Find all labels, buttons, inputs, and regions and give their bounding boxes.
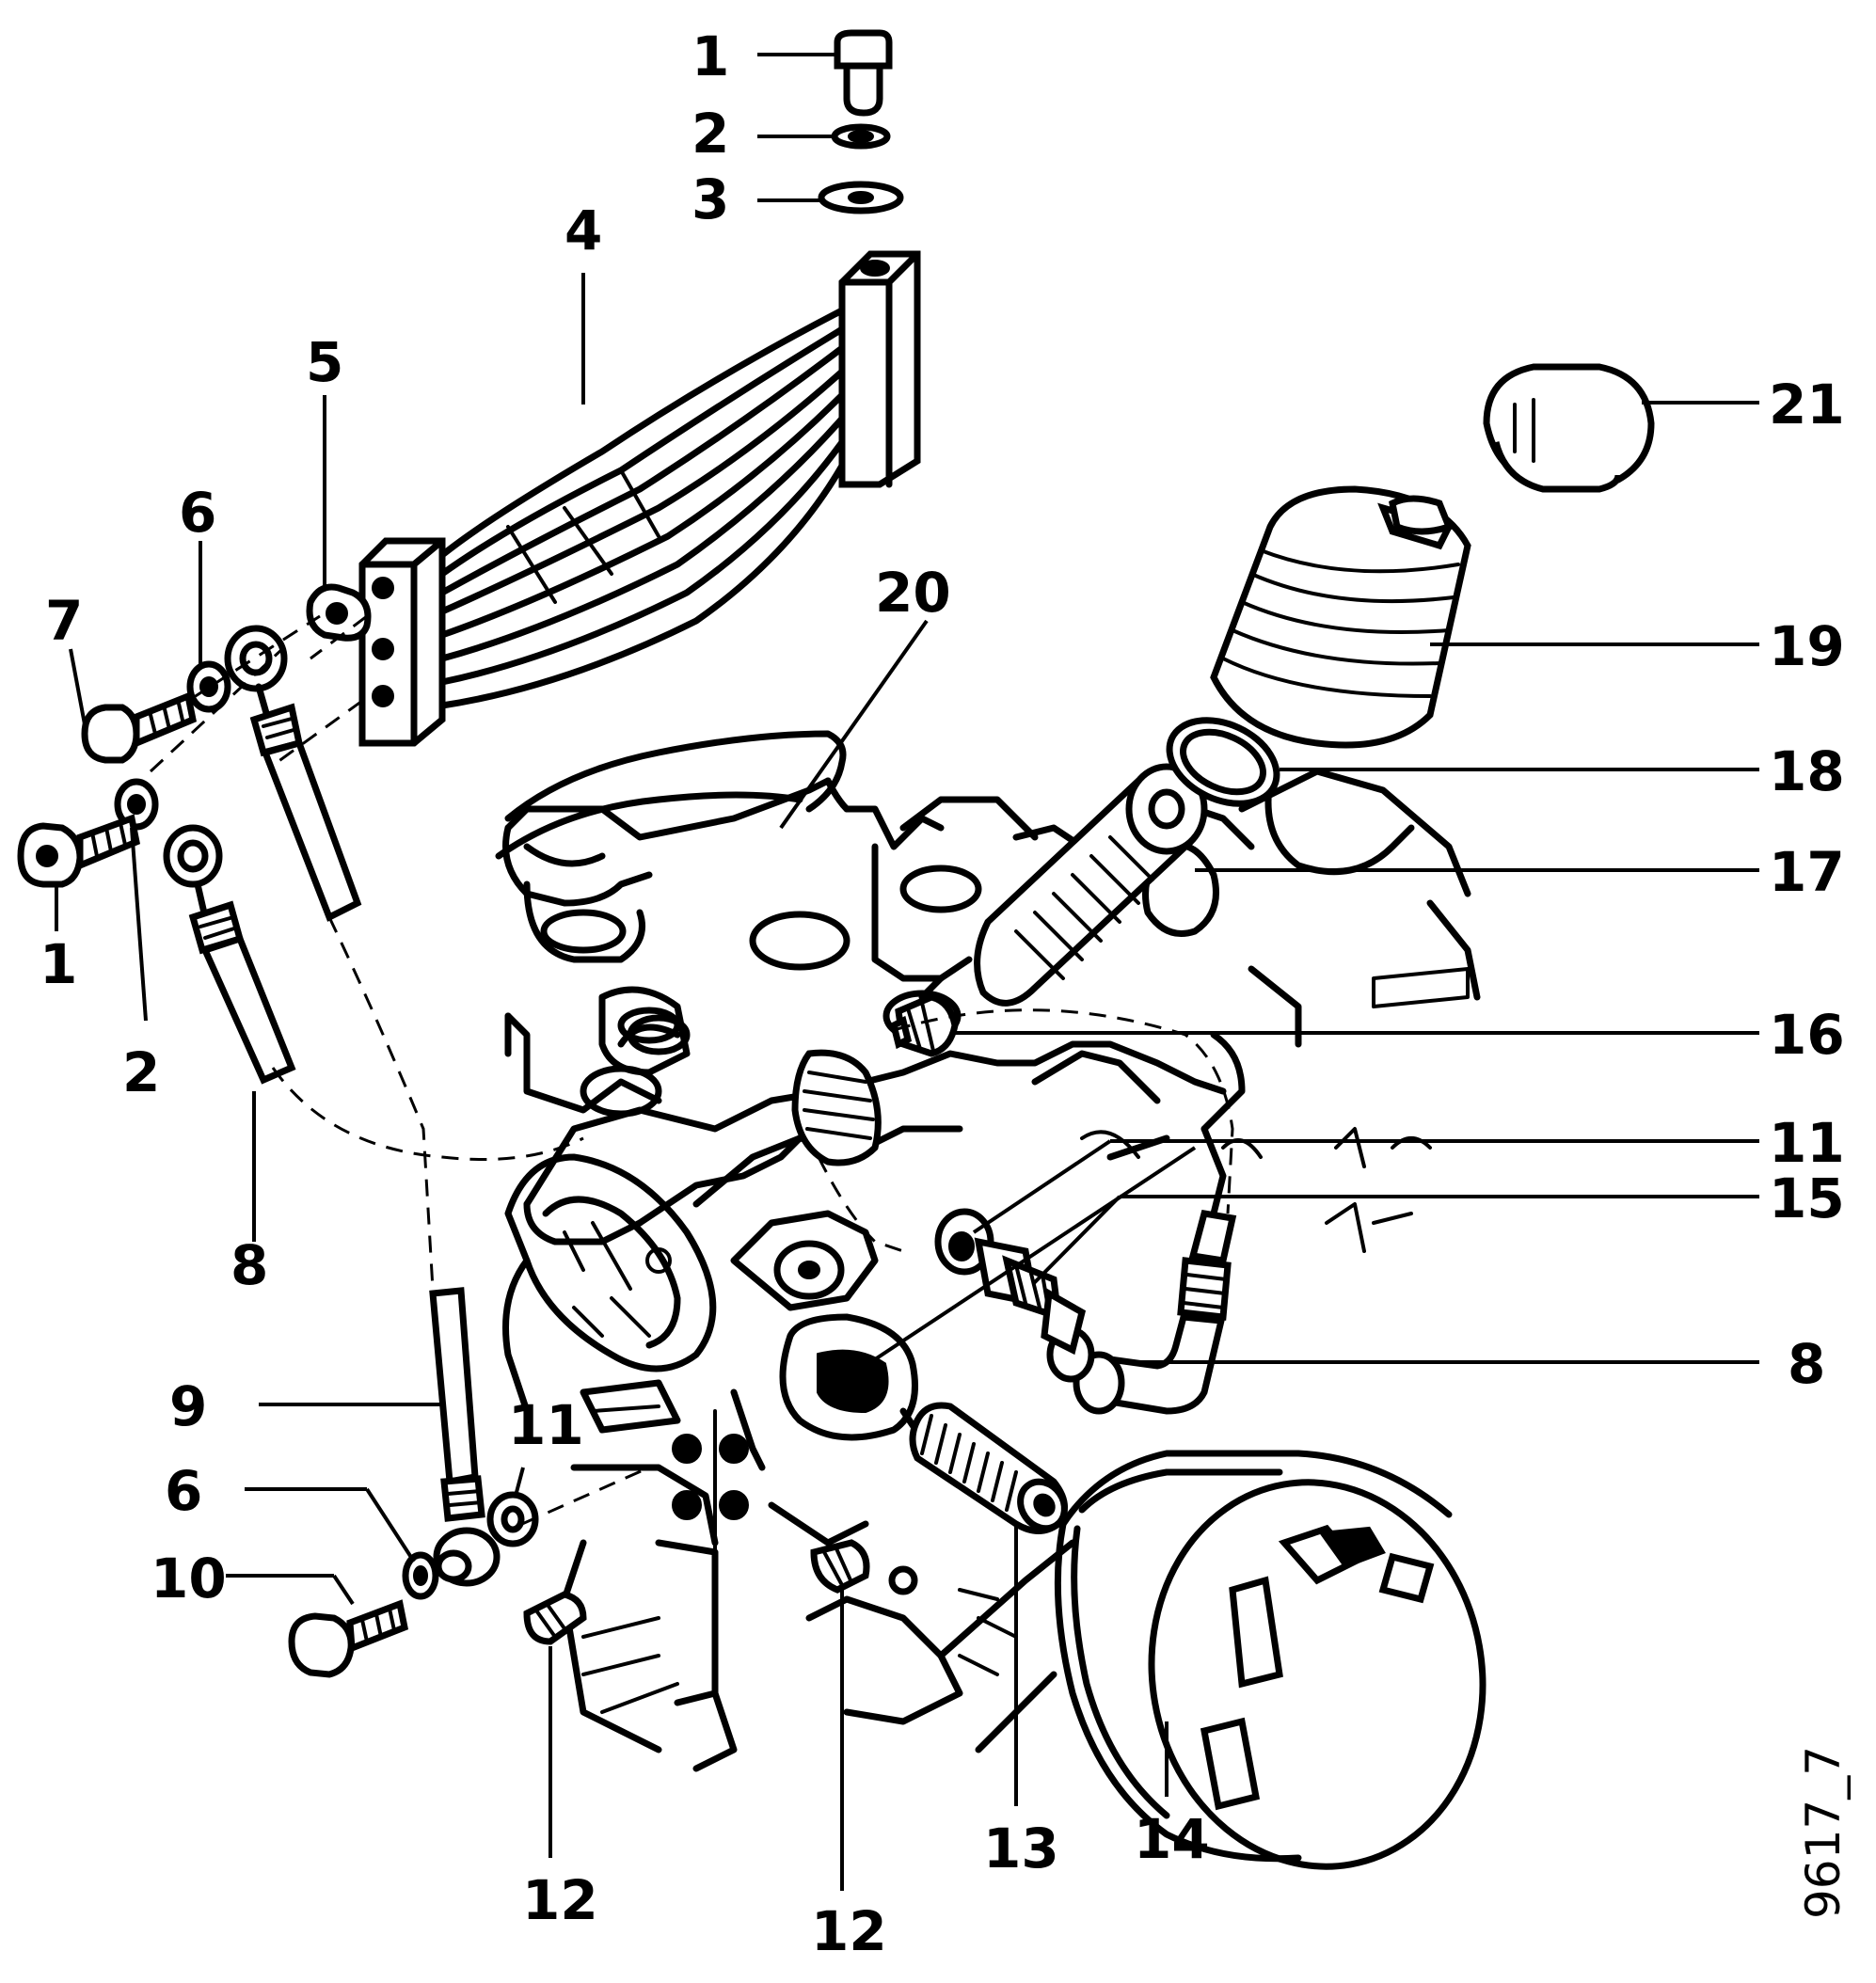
callout-15: 15 bbox=[1769, 1166, 1845, 1230]
callout-8-left: 8 bbox=[231, 1233, 268, 1297]
callout-2-top: 2 bbox=[692, 102, 729, 166]
callout-14: 14 bbox=[1134, 1807, 1210, 1871]
oil-filter-canister bbox=[1054, 1450, 1486, 1870]
figure-reference-number: 9617_7 bbox=[1796, 1746, 1851, 1919]
top-banjo-bolt bbox=[818, 29, 904, 214]
callout-2-lower: 2 bbox=[122, 1040, 160, 1104]
callout-8-right: 8 bbox=[1788, 1332, 1825, 1396]
callout-11-left: 11 bbox=[508, 1393, 584, 1457]
callout-12-right: 12 bbox=[811, 1899, 887, 1963]
oil-hoses bbox=[163, 625, 1237, 1678]
callout-13: 13 bbox=[983, 1816, 1059, 1880]
callout-17: 17 bbox=[1769, 840, 1845, 904]
callout-5: 5 bbox=[306, 330, 343, 394]
callout-6-upper: 6 bbox=[179, 481, 216, 545]
callout-16: 16 bbox=[1769, 1003, 1845, 1067]
callout-18: 18 bbox=[1769, 739, 1845, 803]
callout-12-left: 12 bbox=[522, 1868, 598, 1932]
engine-block bbox=[495, 730, 1481, 1772]
callout-labels: 1 2 3 4 5 6 7 1 2 20 21 19 18 17 16 11 1… bbox=[40, 24, 1851, 1963]
leader-lines bbox=[55, 53, 1759, 1891]
callout-10: 10 bbox=[151, 1547, 227, 1610]
callout-3: 3 bbox=[692, 167, 729, 231]
callout-6-lower: 6 bbox=[165, 1459, 202, 1523]
callout-11-right: 11 bbox=[1769, 1111, 1845, 1175]
oil-cooler-radiator bbox=[358, 250, 921, 747]
callout-1-top: 1 bbox=[692, 24, 729, 88]
callout-19: 19 bbox=[1769, 614, 1845, 678]
assembly-dashed-lines bbox=[149, 614, 1234, 1526]
callout-1-lower: 1 bbox=[40, 932, 77, 996]
callout-21: 21 bbox=[1769, 373, 1845, 436]
oil-filter-assembly bbox=[974, 363, 1655, 1007]
callout-20: 20 bbox=[875, 561, 951, 625]
callout-9: 9 bbox=[169, 1374, 207, 1438]
callout-7: 7 bbox=[45, 589, 83, 653]
drain-plugs bbox=[523, 1539, 870, 1645]
callout-4: 4 bbox=[564, 198, 602, 262]
union-fitting bbox=[791, 993, 1087, 1356]
threaded-nipple bbox=[909, 1402, 1068, 1534]
